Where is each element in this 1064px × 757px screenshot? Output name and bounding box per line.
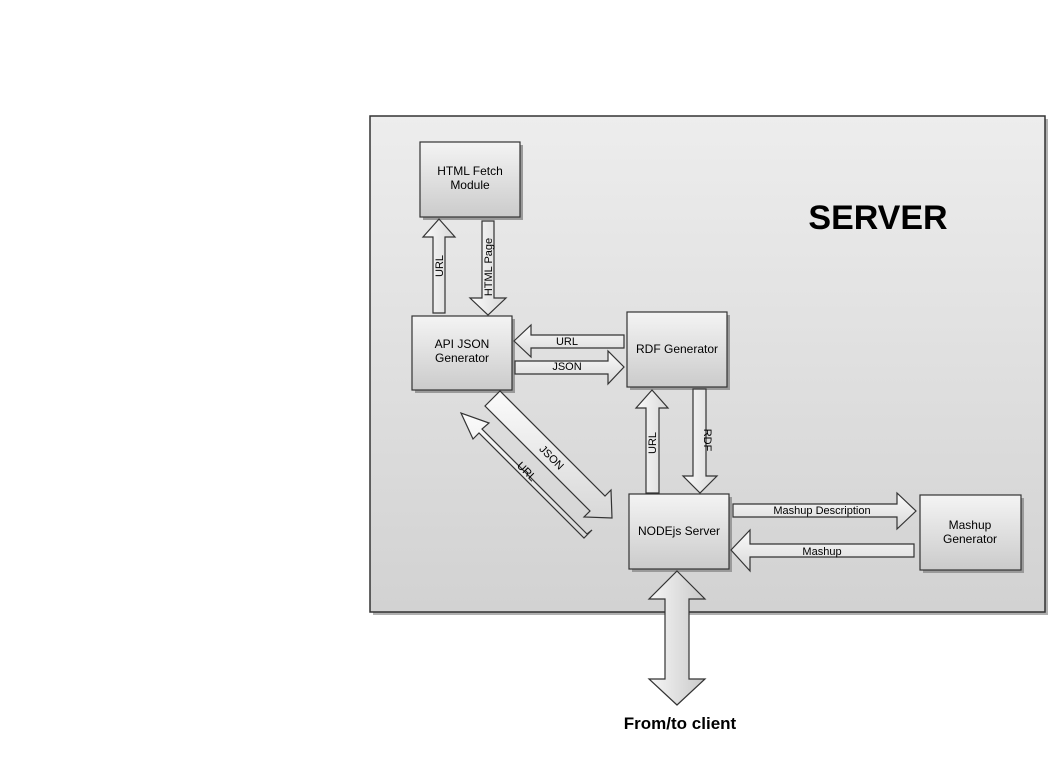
- node-label: HTML Fetch: [437, 164, 503, 178]
- arrow-node-to-mashup-description: Mashup Description: [732, 491, 917, 531]
- edge-label: Mashup Description: [773, 505, 870, 517]
- edge-label: URL: [647, 432, 659, 454]
- edge-label: HTML Page: [483, 238, 495, 296]
- arrow-client-bidirectional: [647, 570, 707, 706]
- node-mashup-generator[interactable]: Mashup Generator: [919, 494, 1024, 573]
- node-label: Generator: [943, 532, 997, 546]
- arrow-fetch-to-api-html-page: HTML Page: [468, 220, 508, 316]
- client-label: From/to client: [624, 714, 737, 733]
- node-label: Mashup: [949, 518, 992, 532]
- edge-label: URL: [434, 255, 446, 277]
- node-label: Generator: [435, 351, 489, 365]
- node-nodejs-server[interactable]: NODEjs Server: [628, 493, 732, 572]
- arrow-api-to-fetch-url: URL: [421, 218, 457, 314]
- node-label: Module: [450, 178, 490, 192]
- server-title: SERVER: [808, 199, 947, 237]
- arrow-rdf-to-node-rdf: RDF: [681, 388, 719, 494]
- node-html-fetch-module[interactable]: HTML Fetch Module: [419, 141, 523, 220]
- edge-label: Mashup: [802, 546, 841, 558]
- edge-label: JSON: [552, 361, 581, 373]
- arrow-node-to-rdf-url: URL: [634, 389, 670, 494]
- arrow-api-to-rdf-json: JSON: [514, 349, 625, 386]
- node-label: API JSON: [435, 337, 490, 351]
- arrow-rdf-to-api-url: URL: [513, 323, 625, 359]
- node-label: NODEjs Server: [638, 524, 720, 538]
- arrow-mashup-to-node: Mashup: [730, 528, 915, 573]
- edge-label: URL: [556, 336, 578, 348]
- node-rdf-generator[interactable]: RDF Generator: [626, 311, 730, 390]
- node-label: RDF Generator: [636, 342, 718, 356]
- edge-label: RDF: [701, 429, 713, 452]
- node-api-json-generator[interactable]: API JSON Generator: [411, 315, 515, 393]
